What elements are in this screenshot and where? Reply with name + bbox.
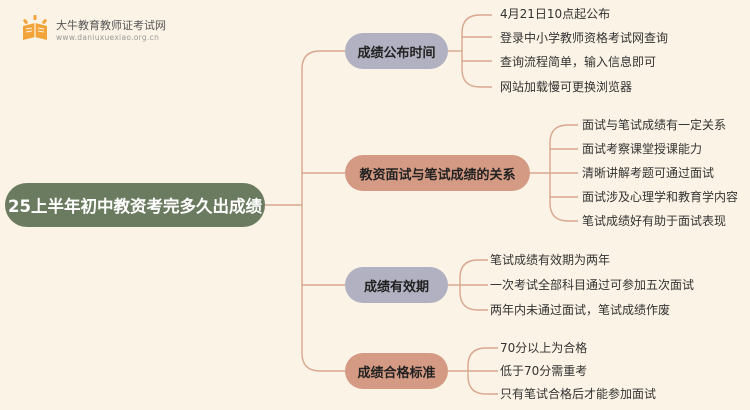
leaf-node: 面试涉及心理学和教育学内容: [582, 190, 739, 204]
site-name: 大牛教育教师证考试网: [56, 19, 166, 32]
leaf-node: 4月21日10点起公布: [500, 7, 611, 21]
leaf-node: 低于70分需重考: [500, 364, 588, 378]
leaf-node: 登录中小学教师资格考试网查询: [500, 31, 669, 45]
leaf-node: 一次考试全部科目通过可参加五次面试: [490, 278, 695, 292]
book-lamp-icon: [23, 15, 47, 40]
leaf-node: 面试考察课堂授课能力: [582, 142, 703, 156]
leaf-node: 查询流程简单，输入信息即可: [500, 55, 657, 69]
site-logo[interactable]: 大牛教育教师证考试网 www.daniuxuexiao.org.cn: [20, 14, 210, 48]
branch-release-time: 成绩公布时间: [345, 33, 448, 69]
branch-interview-written-relation: 教资面试与笔试成绩的关系: [345, 155, 530, 191]
leaf-node: 清晰讲解考题可通过面试: [582, 166, 715, 180]
leaf-node: 70分以上为合格: [500, 341, 588, 355]
leaf-node: 笔试成绩好有助于面试表现: [582, 214, 727, 228]
leaf-node: 网站加载慢可更换浏览器: [500, 80, 633, 94]
site-url: www.daniuxuexiao.org.cn: [56, 33, 160, 42]
leaf-node: 只有笔试合格后才能参加面试: [500, 387, 657, 401]
branch-pass-standard: 成绩合格标准: [345, 353, 448, 389]
leaf-node: 面试与笔试成绩有一定关系: [582, 118, 727, 132]
leaf-node: 笔试成绩有效期为两年: [490, 253, 611, 267]
leaf-node: 两年内未通过面试，笔试成绩作废: [490, 303, 671, 317]
root-node: 25上半年初中教资考完多久出成绩: [5, 183, 265, 227]
branch-validity-period: 成绩有效期: [345, 267, 448, 303]
